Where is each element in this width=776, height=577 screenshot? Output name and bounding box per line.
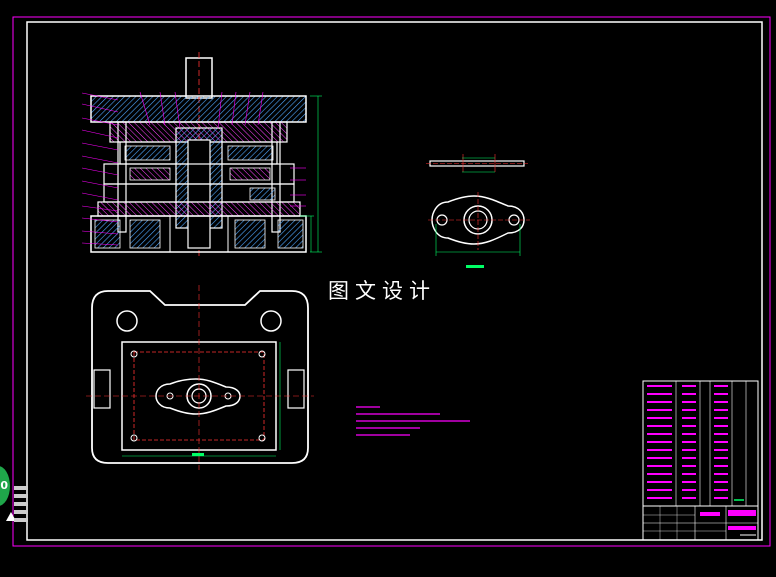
side-tool-4[interactable] xyxy=(14,510,28,514)
die-section-view xyxy=(81,52,322,258)
parts-list-table xyxy=(642,380,759,507)
part-side-view xyxy=(426,154,528,173)
side-tool-3[interactable] xyxy=(14,502,28,506)
title-block xyxy=(642,505,759,541)
technical-notes xyxy=(356,406,470,436)
tool-badge[interactable]: 0 xyxy=(0,466,10,506)
part-top-view xyxy=(428,192,530,268)
side-tool-5[interactable] xyxy=(14,518,28,522)
side-tool-2[interactable] xyxy=(14,494,28,498)
side-tool-1[interactable] xyxy=(14,486,28,490)
watermark-text: 图文设计 xyxy=(328,279,436,303)
inner-drawing-frame xyxy=(26,21,763,541)
warning-triangle-icon[interactable] xyxy=(6,512,16,521)
outer-sheet-frame xyxy=(12,16,771,547)
side-toolbar[interactable] xyxy=(14,486,28,534)
die-plan-view xyxy=(86,285,314,470)
